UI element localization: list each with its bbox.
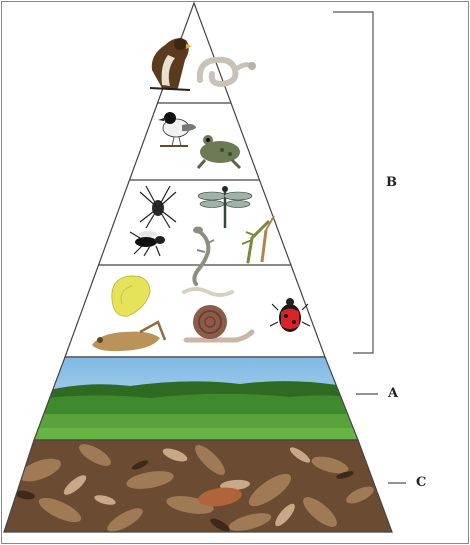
pyramid-tiers [65, 3, 325, 357]
bracket-b [333, 12, 373, 353]
leaf-litter-image [0, 440, 395, 536]
grassland-image [30, 357, 365, 447]
label-a: A [388, 386, 398, 401]
label-c: C [416, 475, 426, 490]
label-b: B [386, 175, 397, 190]
